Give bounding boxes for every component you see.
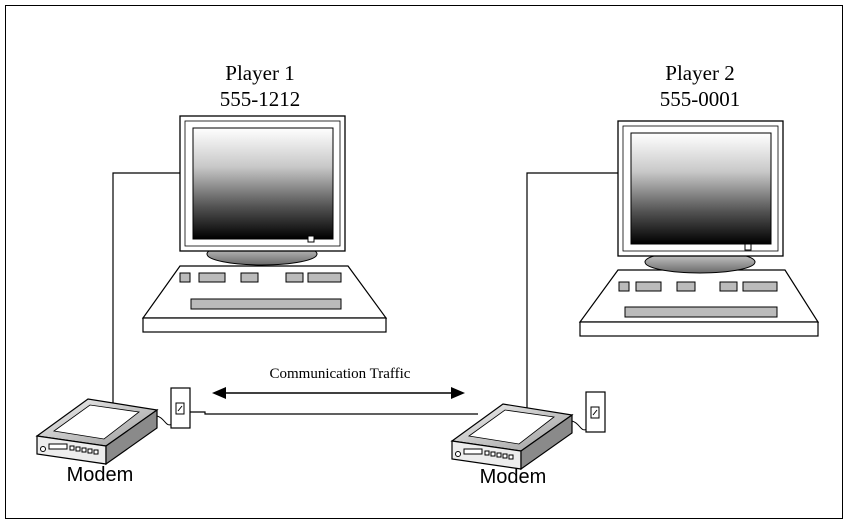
cable-computer2-modem2: [526, 172, 618, 410]
screen: [192, 127, 334, 240]
traffic-arrow: [212, 387, 465, 399]
player-2-label: Player 2 555-0001: [610, 60, 790, 112]
screen: [630, 132, 772, 245]
wall-jack-2: [585, 391, 606, 433]
modem-2-label: Modem: [479, 466, 547, 488]
traffic-label: Communication Traffic: [269, 366, 411, 382]
player-1-phone: 555-1212: [219, 87, 301, 111]
player-2-name: Player 2: [665, 61, 735, 85]
cable-computer1-modem1: [112, 172, 180, 405]
player-2-phone: 555-0001: [659, 87, 741, 111]
modem-1: [35, 398, 181, 466]
computer-player-1: [141, 115, 388, 333]
player-1-name: Player 1: [225, 61, 295, 85]
wall-jack-1: [170, 387, 191, 429]
modem-1-label: Modem: [66, 464, 134, 486]
player-1-label: Player 1 555-1212: [170, 60, 350, 112]
keyboard: [141, 265, 388, 319]
modem-2: [450, 403, 596, 471]
phone-line: [190, 411, 478, 415]
computer-player-2: [578, 120, 820, 337]
